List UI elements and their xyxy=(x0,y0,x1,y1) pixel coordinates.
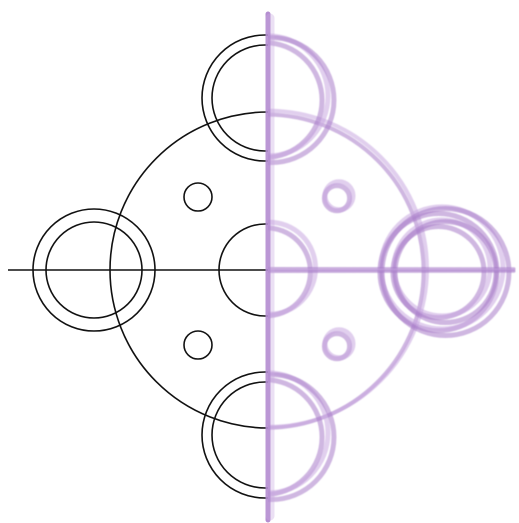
bottom-circle-inner xyxy=(212,382,318,488)
top-circle-inner xyxy=(212,45,318,151)
small-circle-bottom-paint xyxy=(324,330,353,359)
black-line-drawing xyxy=(8,35,426,498)
small-circle-top xyxy=(184,183,212,211)
purple-watercolor-drawing xyxy=(110,36,514,500)
horizontal-axis-paint xyxy=(268,269,514,272)
small-circle-bottom xyxy=(184,331,212,359)
small-circle-top-paint xyxy=(324,182,353,211)
